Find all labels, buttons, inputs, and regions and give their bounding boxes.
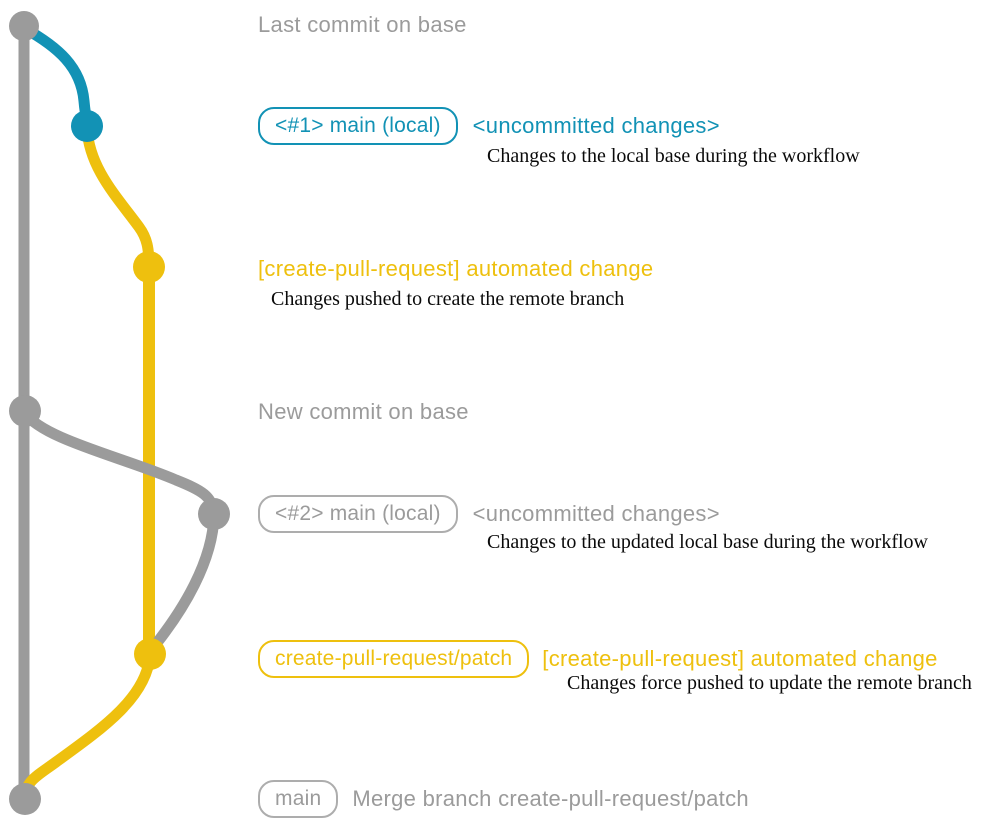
- branch-badge-main-local-1: <#1> main (local): [258, 107, 458, 146]
- row-merge: main Merge branch create-pull-request/pa…: [258, 780, 749, 819]
- edge-base-to-local-main-1: [18, 22, 93, 133]
- edge-local-main-to-patch: [81, 122, 155, 273]
- commit-message-merge: Merge branch create-pull-request/patch: [352, 786, 749, 812]
- row-local-main-1: <#1> main (local) <uncommitted changes>: [258, 107, 720, 146]
- commit-node-uncommitted-1: [71, 110, 103, 142]
- branch-badge-main: main: [258, 780, 339, 819]
- commit-message-new-base: New commit on base: [258, 399, 469, 424]
- commit-node-last-base: [9, 11, 39, 41]
- commit-message-automated-2: [create-pull-request] automated change: [542, 646, 938, 672]
- branch-badge-patch: create-pull-request/patch: [258, 640, 530, 679]
- row-patch-branch: create-pull-request/patch [create-pull-r…: [258, 640, 938, 679]
- description-automated-2: Changes force pushed to update the remot…: [567, 672, 972, 694]
- description-uncommitted-1: Changes to the local base during the wor…: [487, 145, 860, 167]
- commit-message-uncommitted-1: <uncommitted changes>: [472, 113, 720, 139]
- commit-message-uncommitted-2: <uncommitted changes>: [472, 501, 720, 527]
- description-uncommitted-2: Changes to the updated local base during…: [487, 531, 928, 553]
- commit-message-last-base: Last commit on base: [258, 12, 467, 37]
- commit-node-new-base: [9, 395, 41, 427]
- edge-local-main-2-to-patch: [144, 509, 220, 661]
- commit-node-uncommitted-2: [198, 498, 230, 530]
- edge-base-to-local-main-2: [19, 407, 220, 521]
- edge-patch-to-merge: [19, 649, 156, 805]
- commit-node-automated-2: [134, 638, 166, 670]
- branch-badge-main-local-2: <#2> main (local): [258, 495, 458, 534]
- commit-message-automated-1: [create-pull-request] automated change: [258, 256, 654, 281]
- commit-node-merge: [9, 783, 41, 815]
- description-automated-1: Changes pushed to create the remote bran…: [271, 288, 625, 310]
- commit-node-automated-1: [133, 251, 165, 283]
- row-local-main-2: <#2> main (local) <uncommitted changes>: [258, 495, 720, 534]
